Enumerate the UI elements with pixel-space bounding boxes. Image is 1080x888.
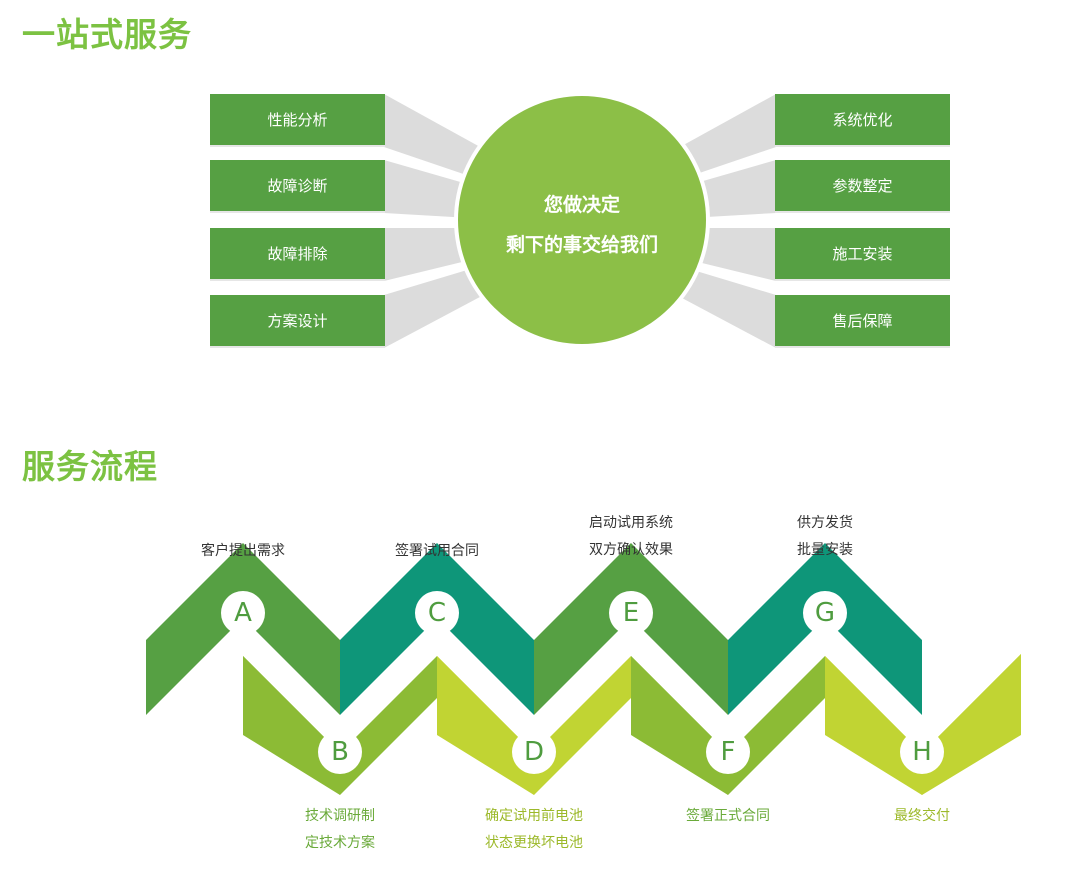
step-label-h: 最终交付 — [812, 803, 1032, 830]
node-circle-g — [803, 591, 847, 635]
hub-text-line-1: 您做决定 — [543, 194, 620, 216]
service-box-fault-diagnosis: 故障诊断 — [210, 160, 385, 213]
node-letter-h: H — [912, 737, 932, 767]
hub-circle-fill — [458, 96, 706, 344]
step-b-line-2: 定技术方案 — [305, 835, 375, 851]
step-a-line-1: 客户提出需求 — [201, 543, 285, 559]
service-box-after-sales: 售后保障 — [775, 295, 950, 348]
service-box-parameter-tuning: 参数整定 — [775, 160, 950, 213]
step-label-e: 启动试用系统 双方确认效果 — [521, 510, 741, 564]
step-label-g: 供方发货 批量安装 — [715, 510, 935, 564]
node-letter-d: D — [523, 737, 545, 767]
zigzag-wall-f — [631, 656, 728, 795]
step-e-line-2: 双方确认效果 — [589, 542, 673, 558]
node-circle-c — [415, 591, 459, 635]
step-label-f: 签署正式合同 — [618, 803, 838, 830]
node-letter-f: F — [720, 737, 736, 767]
step-f-line-1: 签署正式合同 — [686, 808, 770, 824]
node-letter-e: E — [622, 598, 640, 628]
zigzag-band-g — [728, 543, 922, 715]
zigzag-band-e — [534, 543, 728, 715]
zigzag-band-f-right — [728, 656, 825, 795]
step-label-d: 确定试用前电池 状态更换坏电池 — [424, 803, 644, 857]
step-label-c: 签署试用合同 — [327, 538, 547, 565]
step-g-line-1: 供方发货 — [797, 515, 853, 531]
zigzag-band-d-right — [534, 656, 631, 795]
process-section-title: 服务流程 — [22, 447, 158, 486]
node-letter-b: B — [331, 737, 349, 767]
step-e-line-1: 启动试用系统 — [589, 515, 673, 531]
zigzag-wall-d — [437, 656, 534, 795]
step-g-line-2: 批量安装 — [797, 542, 853, 558]
node-circle-a — [221, 591, 265, 635]
zigzag-band-b-right — [340, 656, 437, 795]
zigzag-band-c — [340, 543, 534, 715]
services-section-title: 一站式服务 — [22, 15, 192, 54]
node-letter-c: C — [427, 598, 447, 628]
node-circle-h — [900, 730, 944, 774]
step-c-line-1: 签署试用合同 — [395, 543, 479, 559]
node-circle-b — [318, 730, 362, 774]
step-b-line-1: 技术调研制 — [305, 808, 375, 824]
service-box-system-optimization: 系统优化 — [775, 94, 950, 147]
zigzag-band-a — [146, 543, 340, 715]
step-d-line-2: 状态更换坏电池 — [485, 835, 583, 851]
node-letter-a: A — [234, 598, 252, 628]
service-box-construction-install: 施工安装 — [775, 228, 950, 281]
node-letter-g: G — [814, 598, 836, 628]
service-box-performance-analysis: 性能分析 — [210, 94, 385, 147]
service-box-solution-design: 方案设计 — [210, 295, 385, 348]
step-label-b: 技术调研制 定技术方案 — [230, 803, 450, 857]
hub-text-line-2: 剩下的事交给我们 — [505, 234, 658, 256]
zigzag-wall-h-end — [922, 654, 1021, 795]
service-box-troubleshooting: 故障排除 — [210, 228, 385, 281]
node-circle-e — [609, 591, 653, 635]
node-circle-d — [512, 730, 556, 774]
step-label-a: 客户提出需求 — [133, 538, 353, 565]
zigzag-wall-b — [243, 656, 340, 795]
step-d-line-1: 确定试用前电池 — [485, 808, 583, 824]
zigzag-wall-h — [825, 656, 922, 795]
step-h-line-1: 最终交付 — [894, 808, 950, 824]
node-circle-f — [706, 730, 750, 774]
